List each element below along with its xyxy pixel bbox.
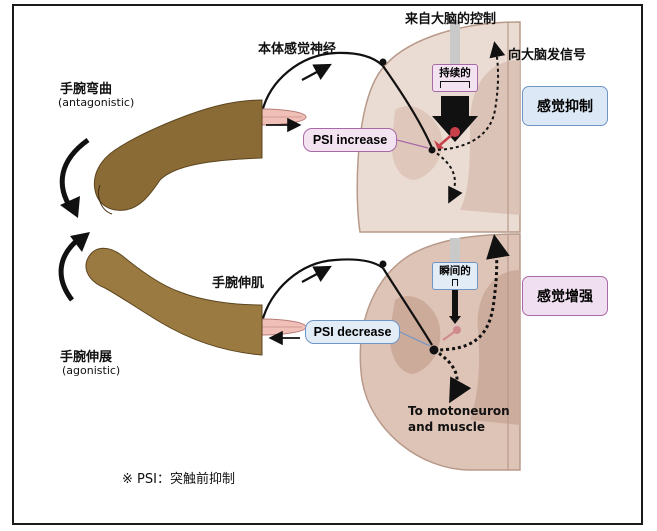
label-to-motoneuron: To motoneuron xyxy=(408,404,510,418)
label-somatosensory-nerve: 本体感觉神经 xyxy=(258,42,337,57)
footnote: ※ PSI：突触前抑制 xyxy=(122,472,235,487)
conduction-arrow-lower xyxy=(301,265,332,283)
descending-tract-upper xyxy=(450,20,460,65)
tag-sustained: 持续的 xyxy=(432,64,478,92)
afferent-dotted-upper-down xyxy=(431,149,463,204)
control-arrow-lower xyxy=(449,290,461,324)
afferent-dotted-lower-down xyxy=(433,348,472,404)
conduction-arrow-upper xyxy=(301,63,332,81)
label-control-from-brain: 来自大脑的控制 xyxy=(405,12,497,27)
sensory-axon-lower-central xyxy=(382,267,433,346)
label-antagonistic: (antagonistic) xyxy=(58,96,135,109)
afferent-dotted-lower-up xyxy=(433,234,510,352)
ganglion-upper xyxy=(379,58,387,66)
monkey-arm-flexion xyxy=(93,99,263,215)
extension-motion-arrow xyxy=(58,236,82,302)
ganglion-lower xyxy=(379,260,387,268)
label-agonistic: (agonistic) xyxy=(62,364,121,377)
spinal-cord-upper xyxy=(356,21,521,233)
sensory-axon-lower xyxy=(260,258,384,323)
sensory-axon-upper-central xyxy=(382,65,434,149)
sustained-waveform-icon xyxy=(440,81,470,88)
label-wrist-flexion: 手腕弯曲 xyxy=(60,82,113,97)
inhibitory-neuron-upper xyxy=(434,127,460,150)
label-signal-to-brain: 向大脑发信号 xyxy=(508,48,587,63)
tag-instant: 瞬间的 xyxy=(432,262,478,290)
sensory-enhancement-box: 感觉增强 xyxy=(522,276,608,316)
label-wrist-extension: 手腕伸展 xyxy=(60,350,113,365)
sensory-inhibition-box: 感觉抑制 xyxy=(522,86,608,126)
instant-waveform-icon xyxy=(452,279,458,286)
tag-sustained-text: 持续的 xyxy=(439,67,471,79)
label-wrist-extensor: 手腕伸肌 xyxy=(212,276,265,291)
monkey-arm-extension xyxy=(85,247,263,356)
label-and-muscle: and muscle xyxy=(408,420,485,434)
tag-instant-text: 瞬间的 xyxy=(439,265,471,277)
control-arrow-upper xyxy=(432,96,478,142)
descending-tract-lower xyxy=(450,238,460,278)
inhibitory-neuron-lower xyxy=(442,326,461,341)
psi-decrease-pill: PSI decrease xyxy=(305,320,400,344)
sensory-axon-upper xyxy=(260,51,384,113)
psi-increase-pill: PSI increase xyxy=(303,128,397,152)
